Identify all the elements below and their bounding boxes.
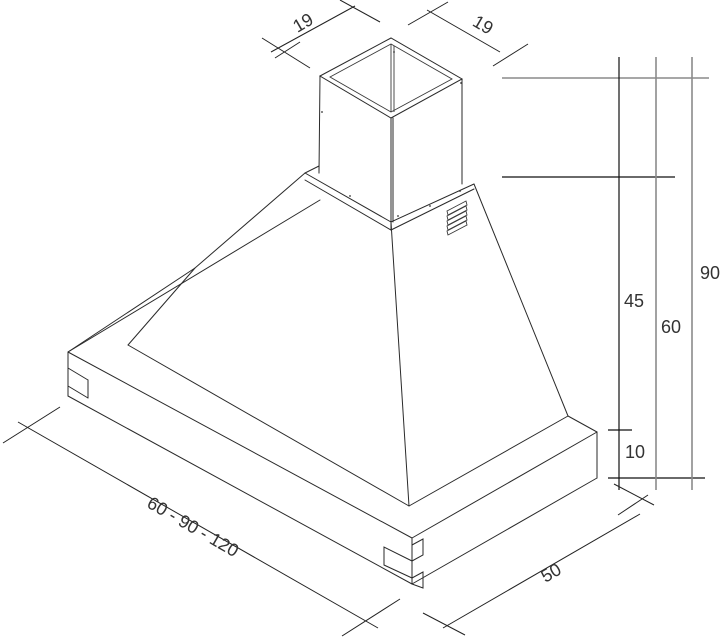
dimension-label-chimney-width-left: 19 <box>289 9 316 36</box>
canopy <box>67 165 569 507</box>
dimension-label-total-height: 90 <box>700 263 720 283</box>
vertical-dimensions <box>502 57 709 516</box>
dimension-label-canopy-height: 60 <box>661 317 681 337</box>
left-corner-notch <box>67 367 89 399</box>
base-box <box>67 199 598 589</box>
dimension-label-base-height: 10 <box>625 442 645 462</box>
vent-grille-icon <box>446 200 468 236</box>
dimension-label-hood-width: 60 - 90 - 120 <box>144 493 242 561</box>
dimension-chimney-width-left <box>261 0 381 69</box>
dimension-label-chimney-width-right: 19 <box>469 11 496 38</box>
dimension-hood-depth <box>422 513 641 636</box>
dimension-label-chimney-height: 45 <box>624 291 644 311</box>
chimney <box>318 37 464 223</box>
dimension-hood-width <box>2 406 401 637</box>
front-corner-notch <box>383 538 424 589</box>
dimension-chimney-width-right <box>407 1 529 67</box>
dimension-label-hood-depth: 50 <box>537 559 564 586</box>
